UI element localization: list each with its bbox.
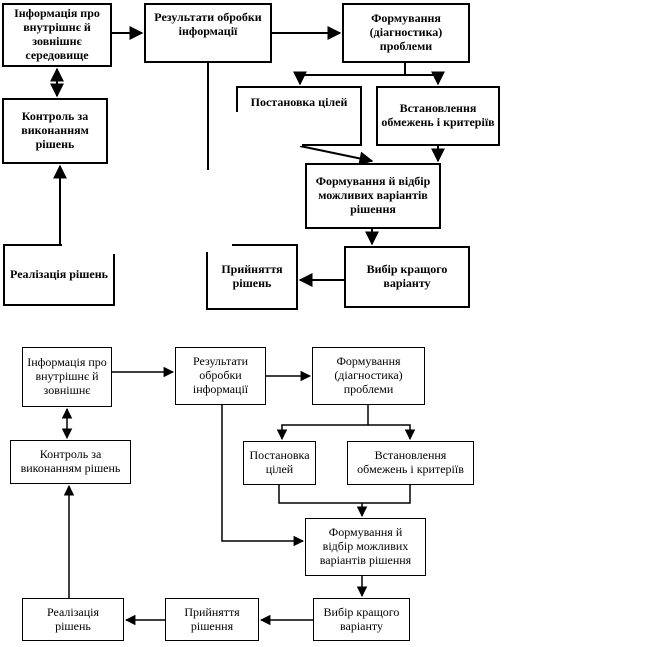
top-implementation-box: Реалізація рішень xyxy=(3,244,115,306)
top-decision-box: Прийняття рішень xyxy=(206,244,298,310)
top-arrow-formulation-goals xyxy=(293,63,406,86)
top-results-box: Результати обробки інформації xyxy=(144,3,272,63)
goals-box: Постановка цілей xyxy=(243,441,316,485)
implementation-label: Реалізація рішень xyxy=(46,604,100,633)
top-control-label: Контроль за виконанням рішень xyxy=(21,109,89,151)
decision-label: Прийняття рішення xyxy=(184,604,240,633)
info-box: Інформація про внутрішнє й зовнішнє xyxy=(22,347,112,407)
constraints-box: Встановлення обмежень і критеріїв xyxy=(347,441,474,485)
scan-damage xyxy=(232,112,302,146)
top-options-label: Формування й відбір можливих варіантів р… xyxy=(315,174,431,216)
formulation-label: Формування (діагностика) проблеми xyxy=(334,354,403,396)
top-best-label: Вибір кращого варіанту xyxy=(366,262,448,290)
top-best-box: Вибір кращого варіанту xyxy=(344,246,470,308)
top-arrow-goals-options xyxy=(299,145,374,166)
best-option-label: Вибір кращого варіанту xyxy=(323,604,400,633)
results-label: Результати обробки інформації xyxy=(192,354,249,396)
top-arrow-formulation-constraints xyxy=(405,71,445,86)
top-constraints-label: Встановлення обмежень і критеріїв xyxy=(381,101,495,129)
best-option-box: Вибір кращого варіанту xyxy=(313,598,410,641)
scan-damage xyxy=(196,240,232,252)
scan-damage xyxy=(62,240,118,254)
scan-damage xyxy=(206,170,304,198)
top-info-label: Інформація про внутрішнє й зовнішнє сере… xyxy=(14,6,100,62)
top-control-box: Контроль за виконанням рішень xyxy=(2,98,108,164)
control-label: Контроль за виконанням рішень xyxy=(20,447,121,475)
arrow-formulation-constraints xyxy=(368,424,416,441)
top-info-box: Інформація про внутрішнє й зовнішнє сере… xyxy=(2,3,112,67)
goals-label: Постановка цілей xyxy=(249,448,310,476)
top-implementation-label: Реалізація рішень xyxy=(10,267,108,282)
decision-box: Прийняття рішення xyxy=(165,598,259,641)
arrow-formulation-goals xyxy=(276,405,369,441)
top-options-box: Формування й відбір можливих варіантів р… xyxy=(305,163,441,229)
top-decision-label: Прийняття рішень xyxy=(221,262,283,290)
info-label: Інформація про внутрішнє й зовнішнє xyxy=(27,355,107,397)
arrow-goals-constraints-options xyxy=(278,485,411,516)
top-constraints-box: Встановлення обмежень і критеріїв xyxy=(376,86,500,146)
top-goals-label: Постановка цілей xyxy=(250,95,348,109)
top-formulation-label: Формування (діагностика) проблеми xyxy=(369,11,443,53)
top-formulation-box: Формування (діагностика) проблеми xyxy=(342,3,470,63)
options-label: Формування й відбір можливих варіантів р… xyxy=(319,525,412,567)
control-box: Контроль за виконанням рішень xyxy=(10,440,131,484)
top-results-label: Результати обробки інформації xyxy=(154,10,262,38)
constraints-label: Встановлення обмежень і критеріїв xyxy=(357,448,464,476)
implementation-box: Реалізація рішень xyxy=(22,598,124,641)
results-box: Результати обробки інформації xyxy=(175,347,266,405)
arrow-results-options xyxy=(221,405,305,547)
formulation-box: Формування (діагностика) проблеми xyxy=(312,347,425,405)
options-box: Формування й відбір можливих варіантів р… xyxy=(305,518,426,576)
